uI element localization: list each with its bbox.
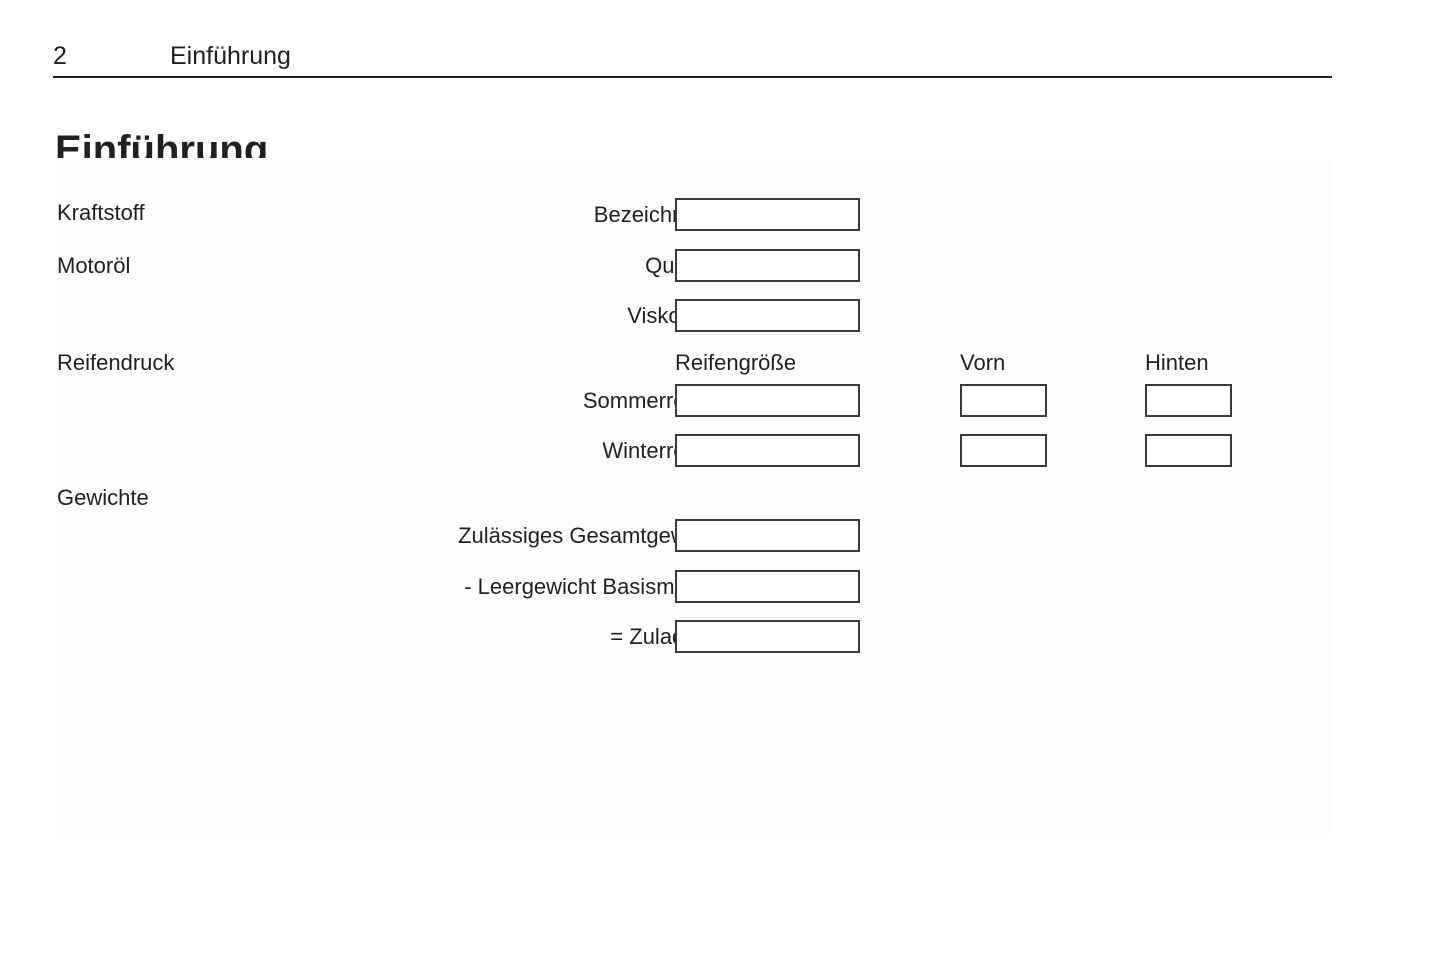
field-label-zulaessiges-gesamtgewicht: Zulässiges Gesamtgewicht	[458, 523, 721, 548]
section-label-reifendruck: Reifendruck	[57, 350, 175, 375]
input-zulaessiges-gesamtgewicht[interactable]	[675, 519, 860, 552]
field-label-qualitaet: Qualität	[233, 252, 721, 280]
field-label-winterreifen: Winterreifen	[602, 438, 721, 463]
input-winterreifen-hinten[interactable]	[1145, 434, 1232, 467]
form-panel: Kraftstoff Motoröl Reifendruck Gewichte …	[53, 158, 1332, 836]
input-zuladung[interactable]	[675, 620, 860, 653]
input-winterreifen-vorn[interactable]	[960, 434, 1047, 467]
field-label-viskositaet: Viskosität	[233, 302, 721, 330]
input-bezeichnung[interactable]	[675, 198, 860, 231]
page-number: 2	[53, 42, 67, 70]
field-label-leergewicht-basismodell: - Leergewicht Basismodell	[464, 574, 721, 599]
input-leergewicht-basismodell[interactable]	[675, 570, 860, 603]
section-label-motoroel: Motoröl	[57, 253, 131, 278]
input-winterreifen-groesse[interactable]	[675, 434, 860, 467]
field-label-bezeichnung: Bezeichnung	[593, 202, 721, 227]
input-sommerreifen-vorn[interactable]	[960, 384, 1047, 417]
input-sommerreifen-groesse[interactable]	[675, 384, 860, 417]
column-header-reifengroesse: Reifengröße	[675, 350, 797, 375]
input-viskositaet[interactable]	[675, 299, 860, 332]
header-section-title: Einführung	[170, 42, 291, 70]
field-label-sommerreifen: Sommerreifen	[582, 388, 721, 413]
section-label-kraftstoff: Kraftstoff	[57, 200, 145, 225]
running-header: 2 Einführung	[53, 40, 1332, 78]
column-header-hinten: Hinten	[1145, 350, 1209, 375]
input-qualitaet[interactable]	[675, 249, 860, 282]
field-label-zuladung: = Zuladung	[610, 624, 721, 649]
column-header-vorn: Vorn	[960, 350, 1006, 375]
input-sommerreifen-hinten[interactable]	[1145, 384, 1232, 417]
section-label-gewichte: Gewichte	[57, 485, 149, 510]
